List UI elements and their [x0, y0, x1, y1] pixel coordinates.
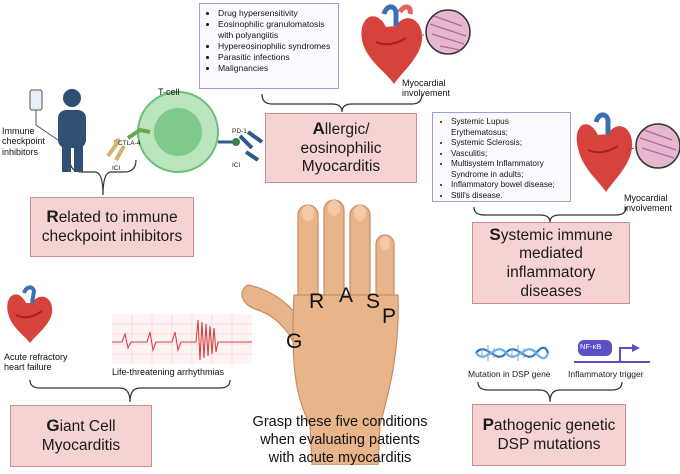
- giant-title-line1: iant Cell: [59, 418, 116, 436]
- immune-title-line2: checkpoint inhibitors: [41, 228, 183, 245]
- hand-letter-s: S: [366, 290, 381, 313]
- pathogenic-initial: P: [482, 415, 494, 435]
- pd1-antibody-icon: [218, 130, 264, 162]
- tissue-magnifier-icon: [635, 123, 680, 169]
- systemic-diseases-list: Systemic Lupus Erythematosus; Systemic S…: [432, 112, 571, 202]
- footer-line1: Grasp these five conditions: [252, 414, 428, 430]
- immune-checkpoint-box: Related to immune checkpoint inhibitors: [30, 197, 194, 257]
- ctla4-label: CTLA-4: [118, 140, 141, 147]
- systemic-title-line1: ystemic immune: [500, 226, 613, 244]
- giant-initial: G: [46, 416, 60, 436]
- systemic-myocardial-label: Myocardial involvement: [624, 193, 673, 214]
- allergic-cause-item: Parasitic infections: [218, 52, 334, 63]
- heart-icon: [7, 285, 53, 343]
- ici-left-label: ICI: [112, 165, 121, 172]
- hand-letter-a: A: [339, 284, 354, 307]
- systemic-disease-item: Multisystem Inflammatory Syndrome in adu…: [451, 159, 566, 180]
- allergic-myocardial-label: Myocardial involvement: [402, 78, 451, 99]
- allergic-myocarditis-box: Allergic/ eosinophilic Myocarditis: [265, 113, 417, 183]
- heart-icon: [576, 112, 633, 192]
- hand-illustration: [241, 199, 399, 465]
- systemic-title-line4: diseases: [520, 282, 582, 300]
- allergic-causes-list: Drug hypersensitivity Eosinophilic granu…: [199, 3, 339, 89]
- allergic-initial: A: [312, 119, 325, 139]
- dna-mutation-label: Mutation in DSP gene: [468, 369, 551, 379]
- heart-failure-label: Acute refractory heart failure: [4, 352, 68, 373]
- t-cell-icon: [137, 91, 219, 173]
- hand-letter-g: G: [286, 330, 303, 353]
- pathogenic-title-line1: athogenic genetic: [493, 417, 616, 435]
- hand-letter-r: R: [309, 290, 325, 313]
- hand-letter-p: P: [382, 305, 397, 328]
- systemic-disease-item: Systemic Lupus Erythematosus;: [451, 117, 566, 138]
- pd1-label: PD-1: [232, 128, 247, 135]
- systemic-immune-box: Systemic immune mediated inflammatory di…: [472, 222, 630, 304]
- allergic-cause-item: Drug hypersensitivity: [218, 8, 334, 19]
- tcell-label: T-cell: [158, 87, 180, 97]
- pathogenic-title-line2: DSP mutations: [497, 436, 601, 453]
- immune-initial: R: [46, 207, 59, 227]
- allergic-heart-illustration: [361, 4, 471, 85]
- heart-icon: [361, 4, 423, 85]
- iv-bag-icon: [29, 89, 59, 141]
- allergic-title-line2: eosinophilic: [300, 139, 382, 157]
- arrhythmia-label: Life-threatening arrhythmias: [112, 367, 225, 377]
- systemic-title-line3: inflammatory: [506, 264, 596, 281]
- nfkb-trigger-icon: [574, 340, 650, 363]
- systemic-title-line2: mediated: [519, 245, 583, 263]
- allergic-cause-item: Eosinophilic granulomatosis with polyang…: [218, 19, 334, 41]
- ici-right-label: ICI: [232, 162, 241, 169]
- ecg-arrhythmia-icon: [112, 314, 252, 364]
- footer-line3: with acute myocarditis: [268, 450, 412, 467]
- immune-checkpoint-illustration: [29, 89, 264, 173]
- pathogenic-dsp-box: Pathogenic genetic DSP mutations: [472, 404, 626, 466]
- systemic-disease-item: Systemic Sclerosis;: [451, 138, 566, 149]
- giant-cell-box: Giant Cell Myocarditis: [10, 405, 152, 467]
- footer-line2: when evaluating patients: [260, 432, 420, 449]
- allergic-title-line1: llergic/: [324, 121, 370, 139]
- allergic-cause-item: Malignancies: [218, 63, 334, 74]
- footer-caption: Grasp these five conditions when evaluat…: [240, 413, 440, 467]
- dna-mutation-icon: [475, 345, 550, 361]
- patient-icon: [58, 89, 86, 172]
- nfkb-label: NF-κB: [580, 342, 602, 351]
- allergic-cause-item: Hypereosinophilic syndromes: [218, 41, 334, 52]
- giant-title-line2: Myocarditis: [41, 437, 121, 454]
- tissue-magnifier-icon: [425, 9, 471, 55]
- allergic-title-line3: Myocarditis: [301, 158, 381, 176]
- ctla4-antibody-icon: [106, 127, 151, 161]
- systemic-disease-item: Still's disease.: [451, 191, 566, 202]
- immune-checkpoint-inhibitors-label: Immune checkpoint inhibitors: [2, 126, 46, 157]
- inflammatory-trigger-label: Inflammatory trigger: [568, 369, 644, 379]
- systemic-heart-illustration: [576, 112, 680, 192]
- systemic-disease-item: Inflammatory bowel disease;: [451, 180, 566, 191]
- systemic-initial: S: [489, 224, 501, 244]
- giant-cell-heart-illustration: [7, 285, 53, 343]
- systemic-disease-item: Vasculitis;: [451, 149, 566, 160]
- immune-title-line1: elated to immune: [58, 209, 178, 227]
